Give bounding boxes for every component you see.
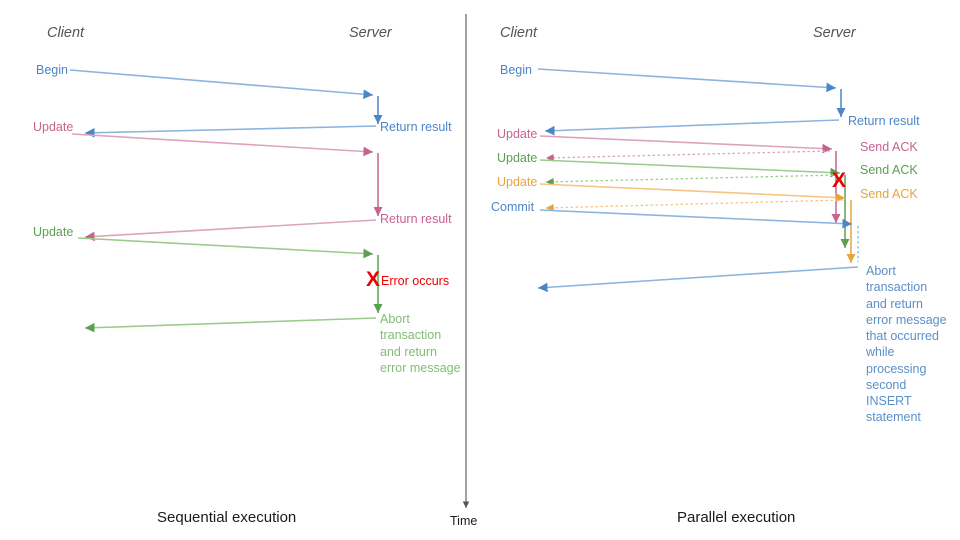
- arrow-update-2-request-p: [539, 159, 841, 178]
- arrow-begin-request: [69, 69, 374, 99]
- left-panel-caption: Sequential execution: [157, 509, 297, 526]
- arrow-ack-1: [545, 150, 831, 162]
- right-panel-arrows: [537, 68, 859, 293]
- arrow-begin-request-p: [537, 68, 837, 93]
- left-panel-arrows: [69, 69, 383, 333]
- left-msg-begin: Begin: [36, 63, 68, 77]
- right-msg-update-3: Update: [497, 175, 538, 189]
- arrow-update-1-request-p: [539, 135, 833, 154]
- right-actor-server: Server: [813, 25, 856, 41]
- time-axis-label: Time: [450, 514, 478, 528]
- left-msg-update-2: Update: [33, 225, 74, 239]
- right-msg-commit: Commit: [491, 200, 535, 214]
- right-msg-ack-2: Send ACK: [860, 163, 918, 177]
- right-error-x-icon: X: [832, 169, 847, 192]
- right-msg-update-2: Update: [497, 151, 538, 165]
- left-error-label: Error occurs: [381, 274, 450, 288]
- left-msg-update-1: Update: [33, 120, 74, 134]
- arrow-return-result-p: [544, 119, 840, 136]
- arrow-abort-response-p: [537, 266, 859, 293]
- arrow-return-result-2: [84, 219, 377, 242]
- arrow-ack-2: [545, 174, 839, 186]
- arrow-update-1-request: [71, 133, 374, 157]
- left-msg-return-result-1: Return result: [380, 120, 452, 134]
- left-actor-server: Server: [349, 25, 392, 41]
- arrow-abort-response: [84, 317, 377, 333]
- right-panel-caption: Parallel execution: [677, 509, 796, 526]
- arrow-return-result-1: [84, 125, 377, 138]
- right-msg-return-result: Return result: [848, 114, 920, 128]
- arrow-update-3-request-p: [539, 183, 846, 203]
- left-msg-abort: Abort transaction and return error messa…: [380, 312, 461, 375]
- right-msg-begin: Begin: [500, 63, 532, 77]
- left-msg-return-result-2: Return result: [380, 212, 452, 226]
- left-error-x-icon: X: [366, 268, 381, 291]
- right-msg-ack-1: Send ACK: [860, 140, 918, 154]
- right-msg-abort: Abort transaction and return error messa…: [866, 264, 947, 425]
- right-msg-update-1: Update: [497, 127, 538, 141]
- right-actor-client: Client: [500, 25, 538, 41]
- right-msg-ack-3: Send ACK: [860, 187, 918, 201]
- arrow-update-2-request: [77, 237, 374, 259]
- arrow-commit-request: [539, 209, 853, 229]
- arrow-ack-3: [545, 199, 844, 212]
- left-actor-client: Client: [47, 25, 85, 41]
